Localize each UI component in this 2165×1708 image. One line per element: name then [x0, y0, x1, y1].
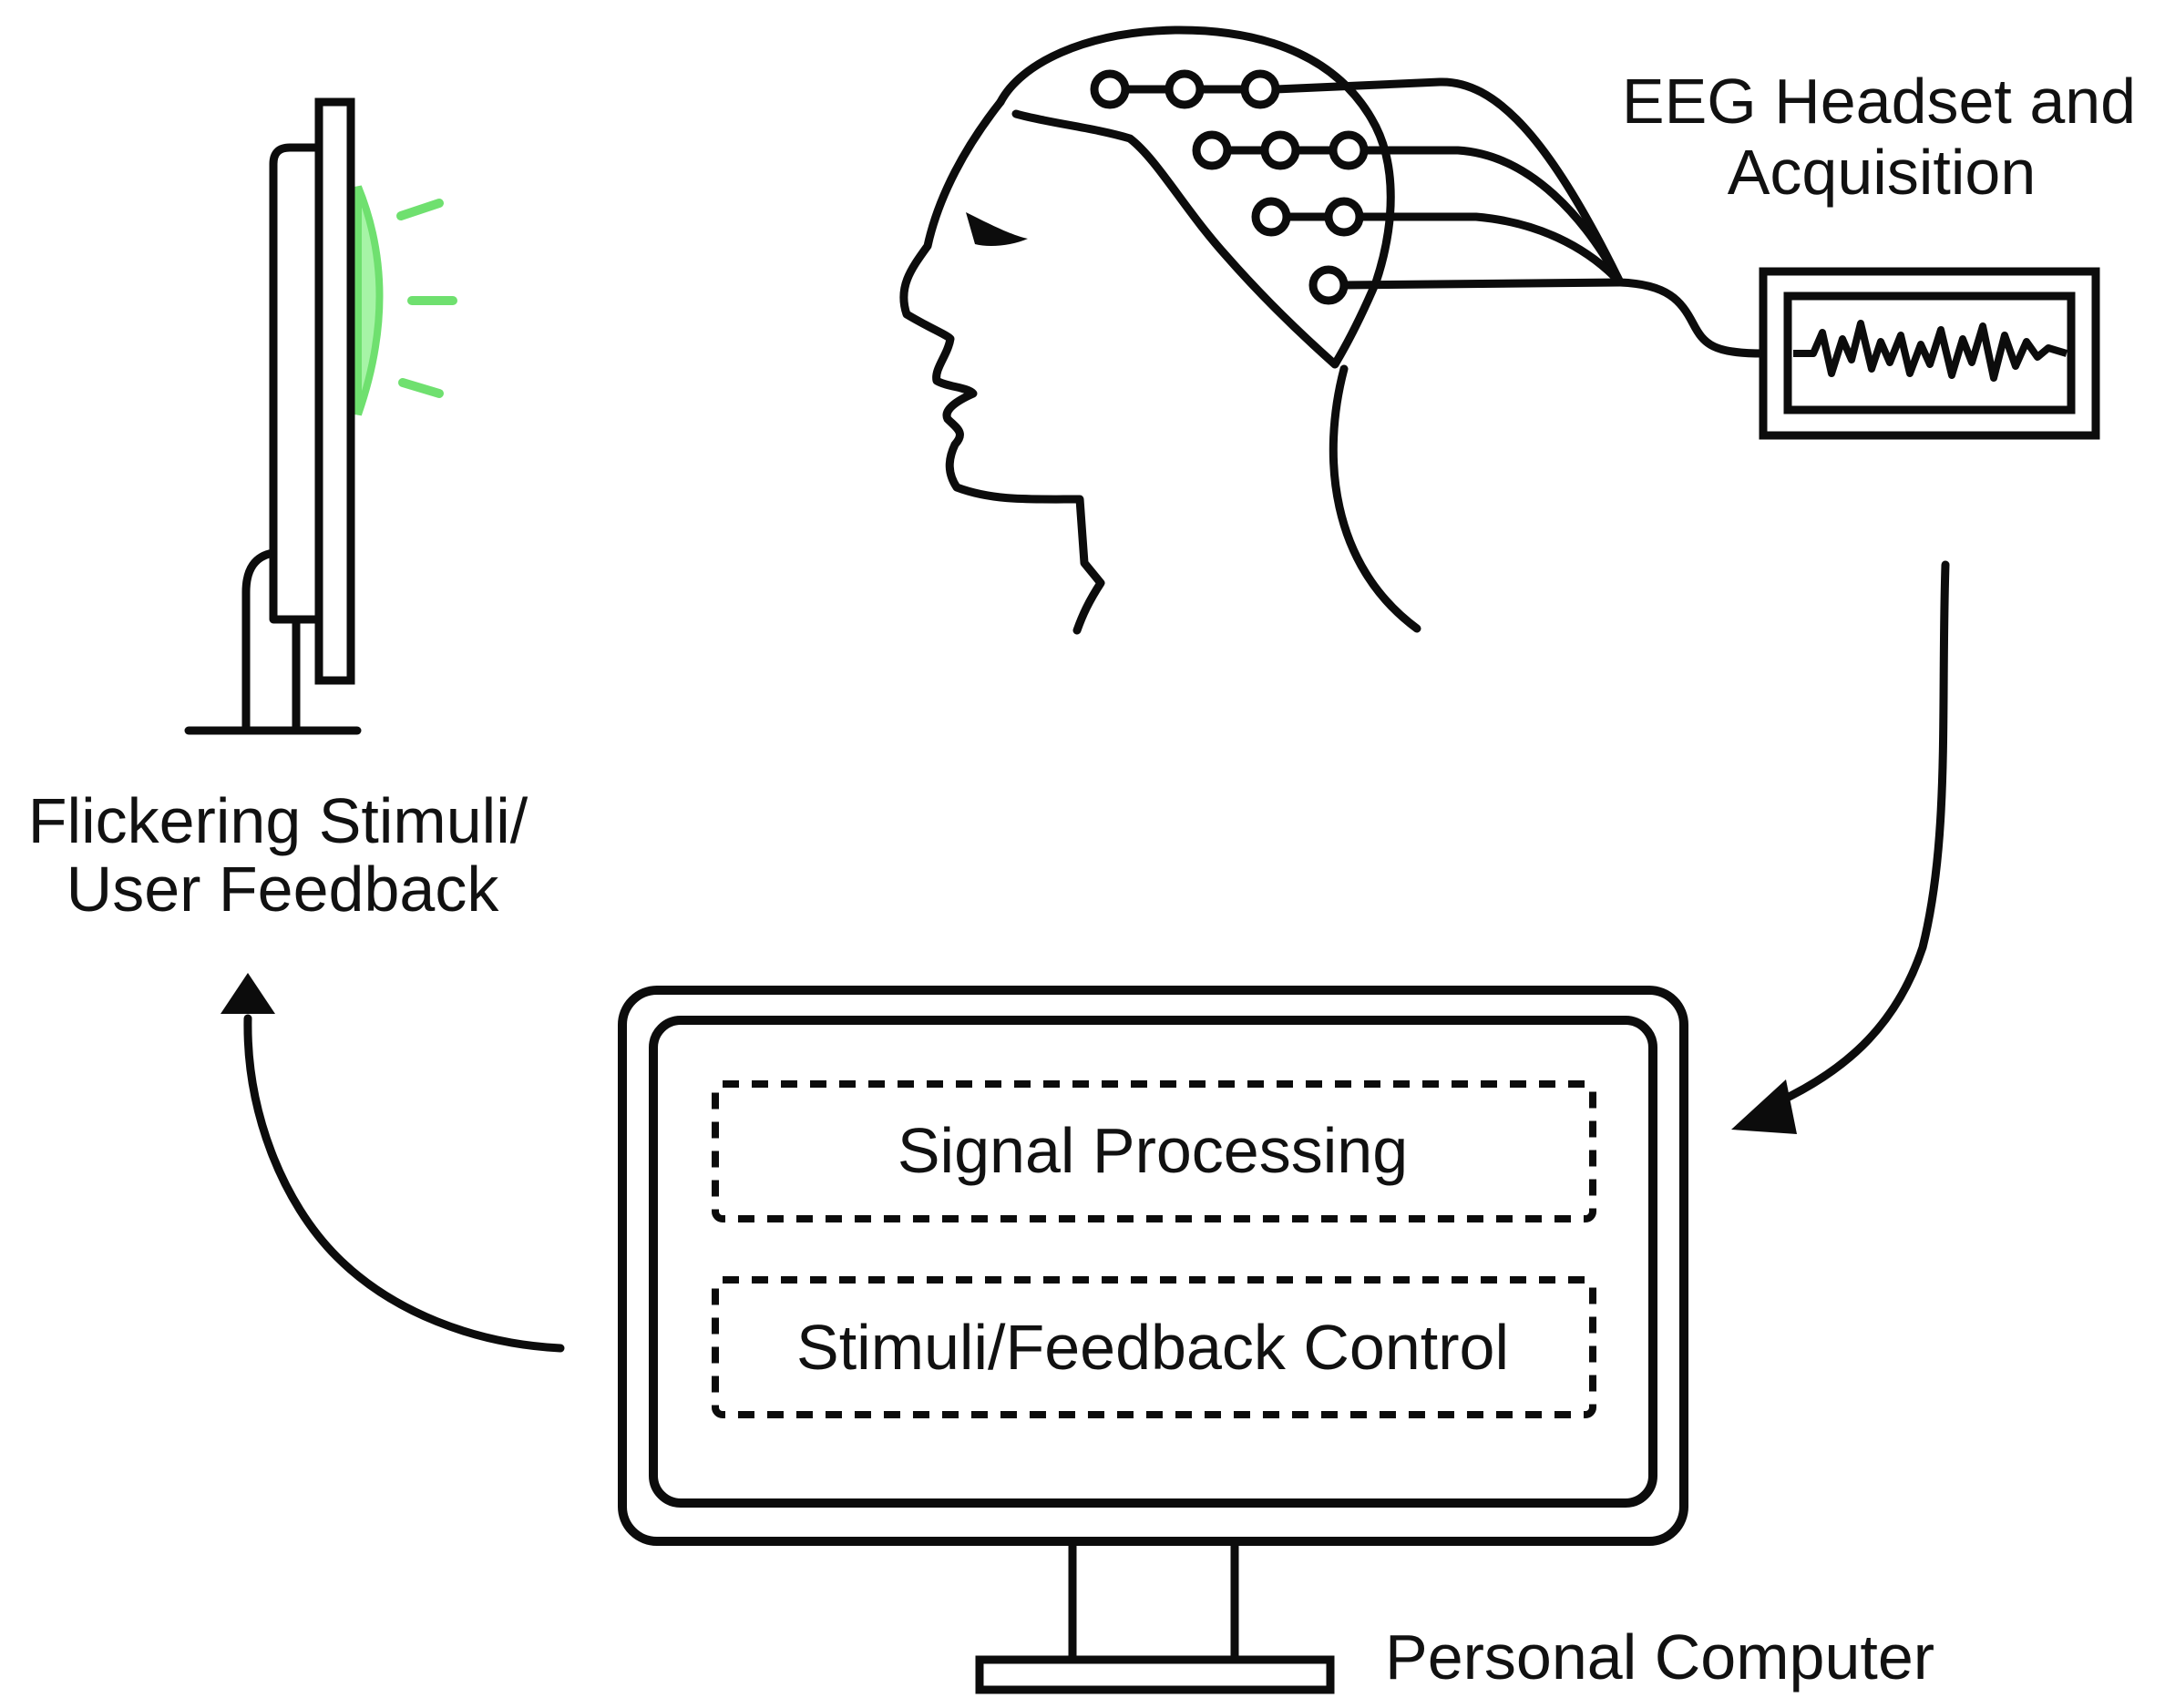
flicker-glow — [354, 185, 384, 416]
eeg-label-line1: EEG Headset and — [1622, 66, 2136, 137]
eeg-electrodes — [1090, 69, 1369, 305]
arrow-to-stimuli-icon — [221, 973, 565, 1353]
eeg-label-line2: Acquisition — [1728, 137, 2037, 208]
stimulus-monitor-icon — [184, 97, 457, 735]
head-with-eeg-headset-icon — [899, 26, 1768, 635]
signal-processing-label: Signal Processing — [898, 1115, 1408, 1186]
personal-computer-icon — [618, 986, 1688, 1694]
feedback-control-label: Stimuli/Feedback Control — [796, 1312, 1509, 1383]
eeg-waveform — [1793, 320, 2068, 382]
computer-label: Personal Computer — [1385, 1621, 1934, 1693]
arrow-to-computer-icon — [1731, 560, 1950, 1134]
signal-processing-box — [712, 1080, 1596, 1222]
flicker-rays-icon — [396, 199, 457, 398]
eeg-amplifier-icon — [1759, 267, 2100, 440]
stimuli-label-line1: Flickering Stimuli/ — [28, 785, 528, 856]
feedback-control-box — [712, 1276, 1596, 1418]
stimuli-label-line2: User Feedback — [67, 854, 500, 925]
